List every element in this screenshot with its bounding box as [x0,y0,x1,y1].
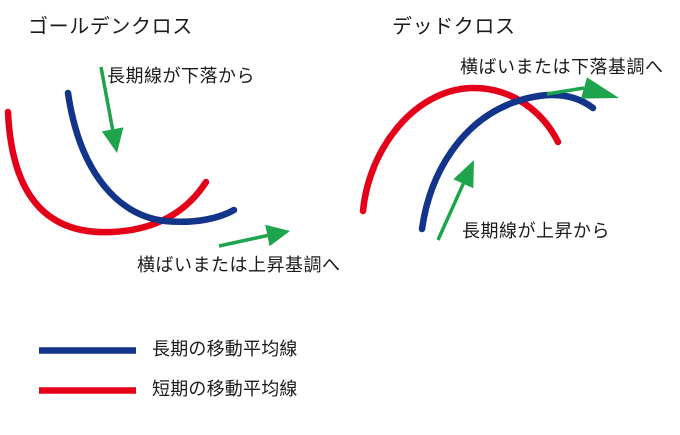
downtrend-arrow-head [101,127,124,153]
rising-arrow-head [453,160,474,189]
short-ma-curve-golden [4,108,210,236]
golden-cross-annotation-bottom: 横ばいまたは上昇基調へ [137,255,341,276]
rising-arrow [436,160,474,241]
golden-cross-figure [4,66,290,248]
golden-cross-title: ゴールデンクロス [28,14,193,38]
long-ma-curve-golden [64,89,238,225]
legend-swatches [39,347,136,394]
dead-cross-title: デッドクロス [392,14,516,38]
legend-long-ma-label: 長期の移動平均線 [152,339,298,360]
short-ma-curve-dead [359,84,562,215]
legend-short-ma-label: 短期の移動平均線 [152,379,298,400]
dead-cross-annotation-top: 横ばいまたは下落基調へ [460,57,664,78]
downtrend-arrow [99,66,124,153]
downtrend-right-arrow-shaft [546,86,585,96]
downtrend-right-arrow-head [581,77,619,99]
uptrend-right-arrow-shaft [218,233,268,248]
downtrend-right-arrow [546,77,619,99]
uptrend-right-arrow [218,224,290,248]
downtrend-arrow-shaft [99,66,115,130]
dead-cross-annotation-bottom: 長期線が上昇から [462,221,610,242]
golden-cross-annotation-top: 長期線が下落から [107,66,255,87]
dead-cross-figure [359,77,619,241]
rising-arrow-shaft [436,182,465,241]
uptrend-right-arrow-head [265,224,290,247]
long-ma-curve-dead [418,91,597,233]
